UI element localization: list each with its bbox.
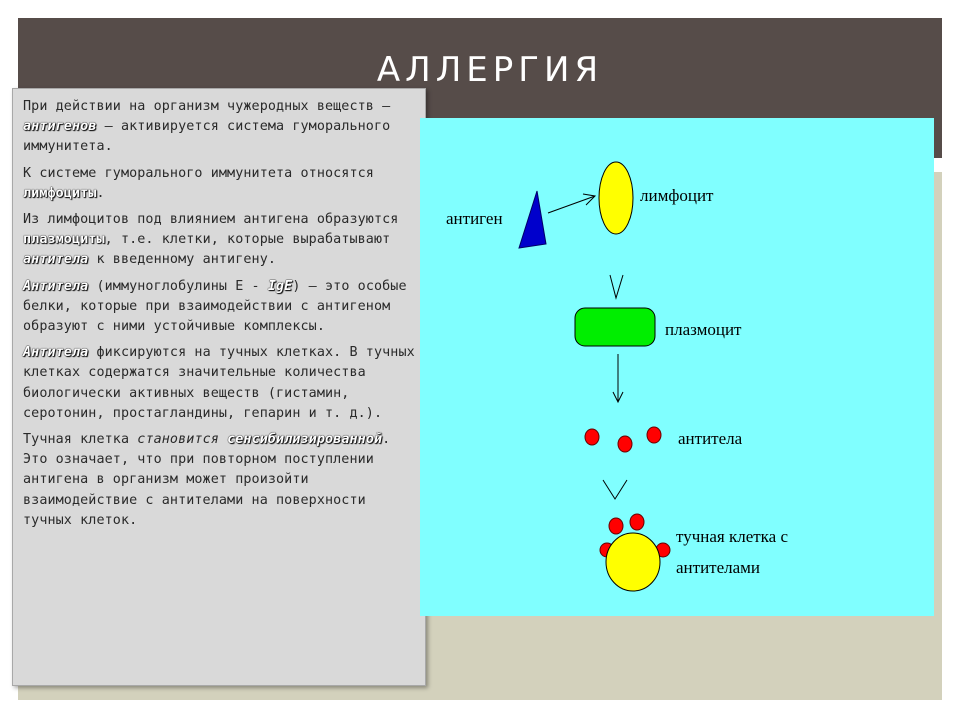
term-plasmocytes: плазмоциты [23, 232, 105, 248]
antibody-dot [646, 426, 662, 444]
term-sensitized: сенсибилизированной [227, 432, 383, 448]
text-span: — активируется система гуморального имму… [23, 119, 391, 155]
lymphocyte-label: лимфоцит [640, 186, 714, 205]
plasmocyte-label: плазмоцит [665, 320, 742, 339]
bound-antibody-dot [608, 517, 624, 535]
text-span: , т.е. клетки, которые вырабатывают [104, 232, 391, 248]
paragraph-6: Тучная клетка становится сенсибилизирова… [23, 430, 419, 531]
text-span: ) – это особые белки, которые при взаимо… [23, 278, 407, 335]
arrow-line [547, 195, 596, 214]
antigen-label: антиген [446, 209, 503, 228]
text-span: фиксируются на тучных клетках. В тучных … [23, 345, 415, 421]
antibody-dot [584, 428, 600, 446]
italic-becomes: становится [137, 432, 219, 448]
paragraph-5: Антитела фиксируются на тучных клетках. … [23, 343, 419, 424]
paragraph-4: Антитела (иммуноглобулины Е - IgE) – это… [23, 277, 419, 338]
paragraph-2: К системе гуморального иммунитета относя… [23, 164, 419, 204]
text-span: К системе гуморального иммунитета относя… [23, 165, 374, 181]
allergy-diagram: антиген лимфоцит плазмоцит антитела тучн… [420, 118, 934, 616]
term-antibodies: антитела [23, 252, 89, 268]
text-span: . [96, 185, 105, 201]
lymphocyte-cell [598, 161, 634, 235]
paragraph-1: При действии на организм чужеродных веще… [23, 97, 419, 158]
text-span: Тучная клетка [23, 432, 138, 448]
term-lymphocytes: лимфоциты [23, 185, 97, 201]
down-arrow-1 [609, 274, 624, 300]
mast-cell-label-1: тучная клетка с [676, 527, 788, 546]
text-box: При действии на организм чужеродных веще… [12, 88, 426, 686]
down-arrow-2-head [612, 391, 624, 404]
text-span: (иммуноглобулины Е - [88, 278, 268, 294]
term-antibodies: Антитела [23, 278, 89, 294]
mast-cell-label-2: антителами [676, 558, 760, 577]
paragraph-3: Из лимфоцитов под влиянием антигена обра… [23, 210, 419, 271]
text-span: При действии на организм чужеродных веще… [23, 99, 391, 114]
text-span: Из лимфоцитов под влиянием антигена обра… [23, 212, 399, 228]
antigen-triangle [518, 190, 547, 249]
term-antibodies: Антитела [23, 345, 89, 361]
down-arrow-3 [602, 479, 628, 500]
plasmocyte-cell [574, 307, 656, 347]
term-antigens: антигенов [23, 119, 97, 135]
text-span: к введенному антигену. [88, 252, 277, 268]
antibody-dot [617, 435, 633, 453]
diagram-svg: антиген лимфоцит плазмоцит антитела тучн… [446, 161, 788, 592]
mast-cell [605, 532, 661, 592]
text-span: . Это означает, что при повторном поступ… [23, 432, 391, 528]
term-ige: IgE [267, 278, 293, 294]
antibodies-label: антитела [678, 429, 743, 448]
arrowhead [582, 193, 597, 206]
slide-title: АЛЛЕРГИЯ [376, 50, 604, 90]
bound-antibody-dot [629, 513, 645, 531]
